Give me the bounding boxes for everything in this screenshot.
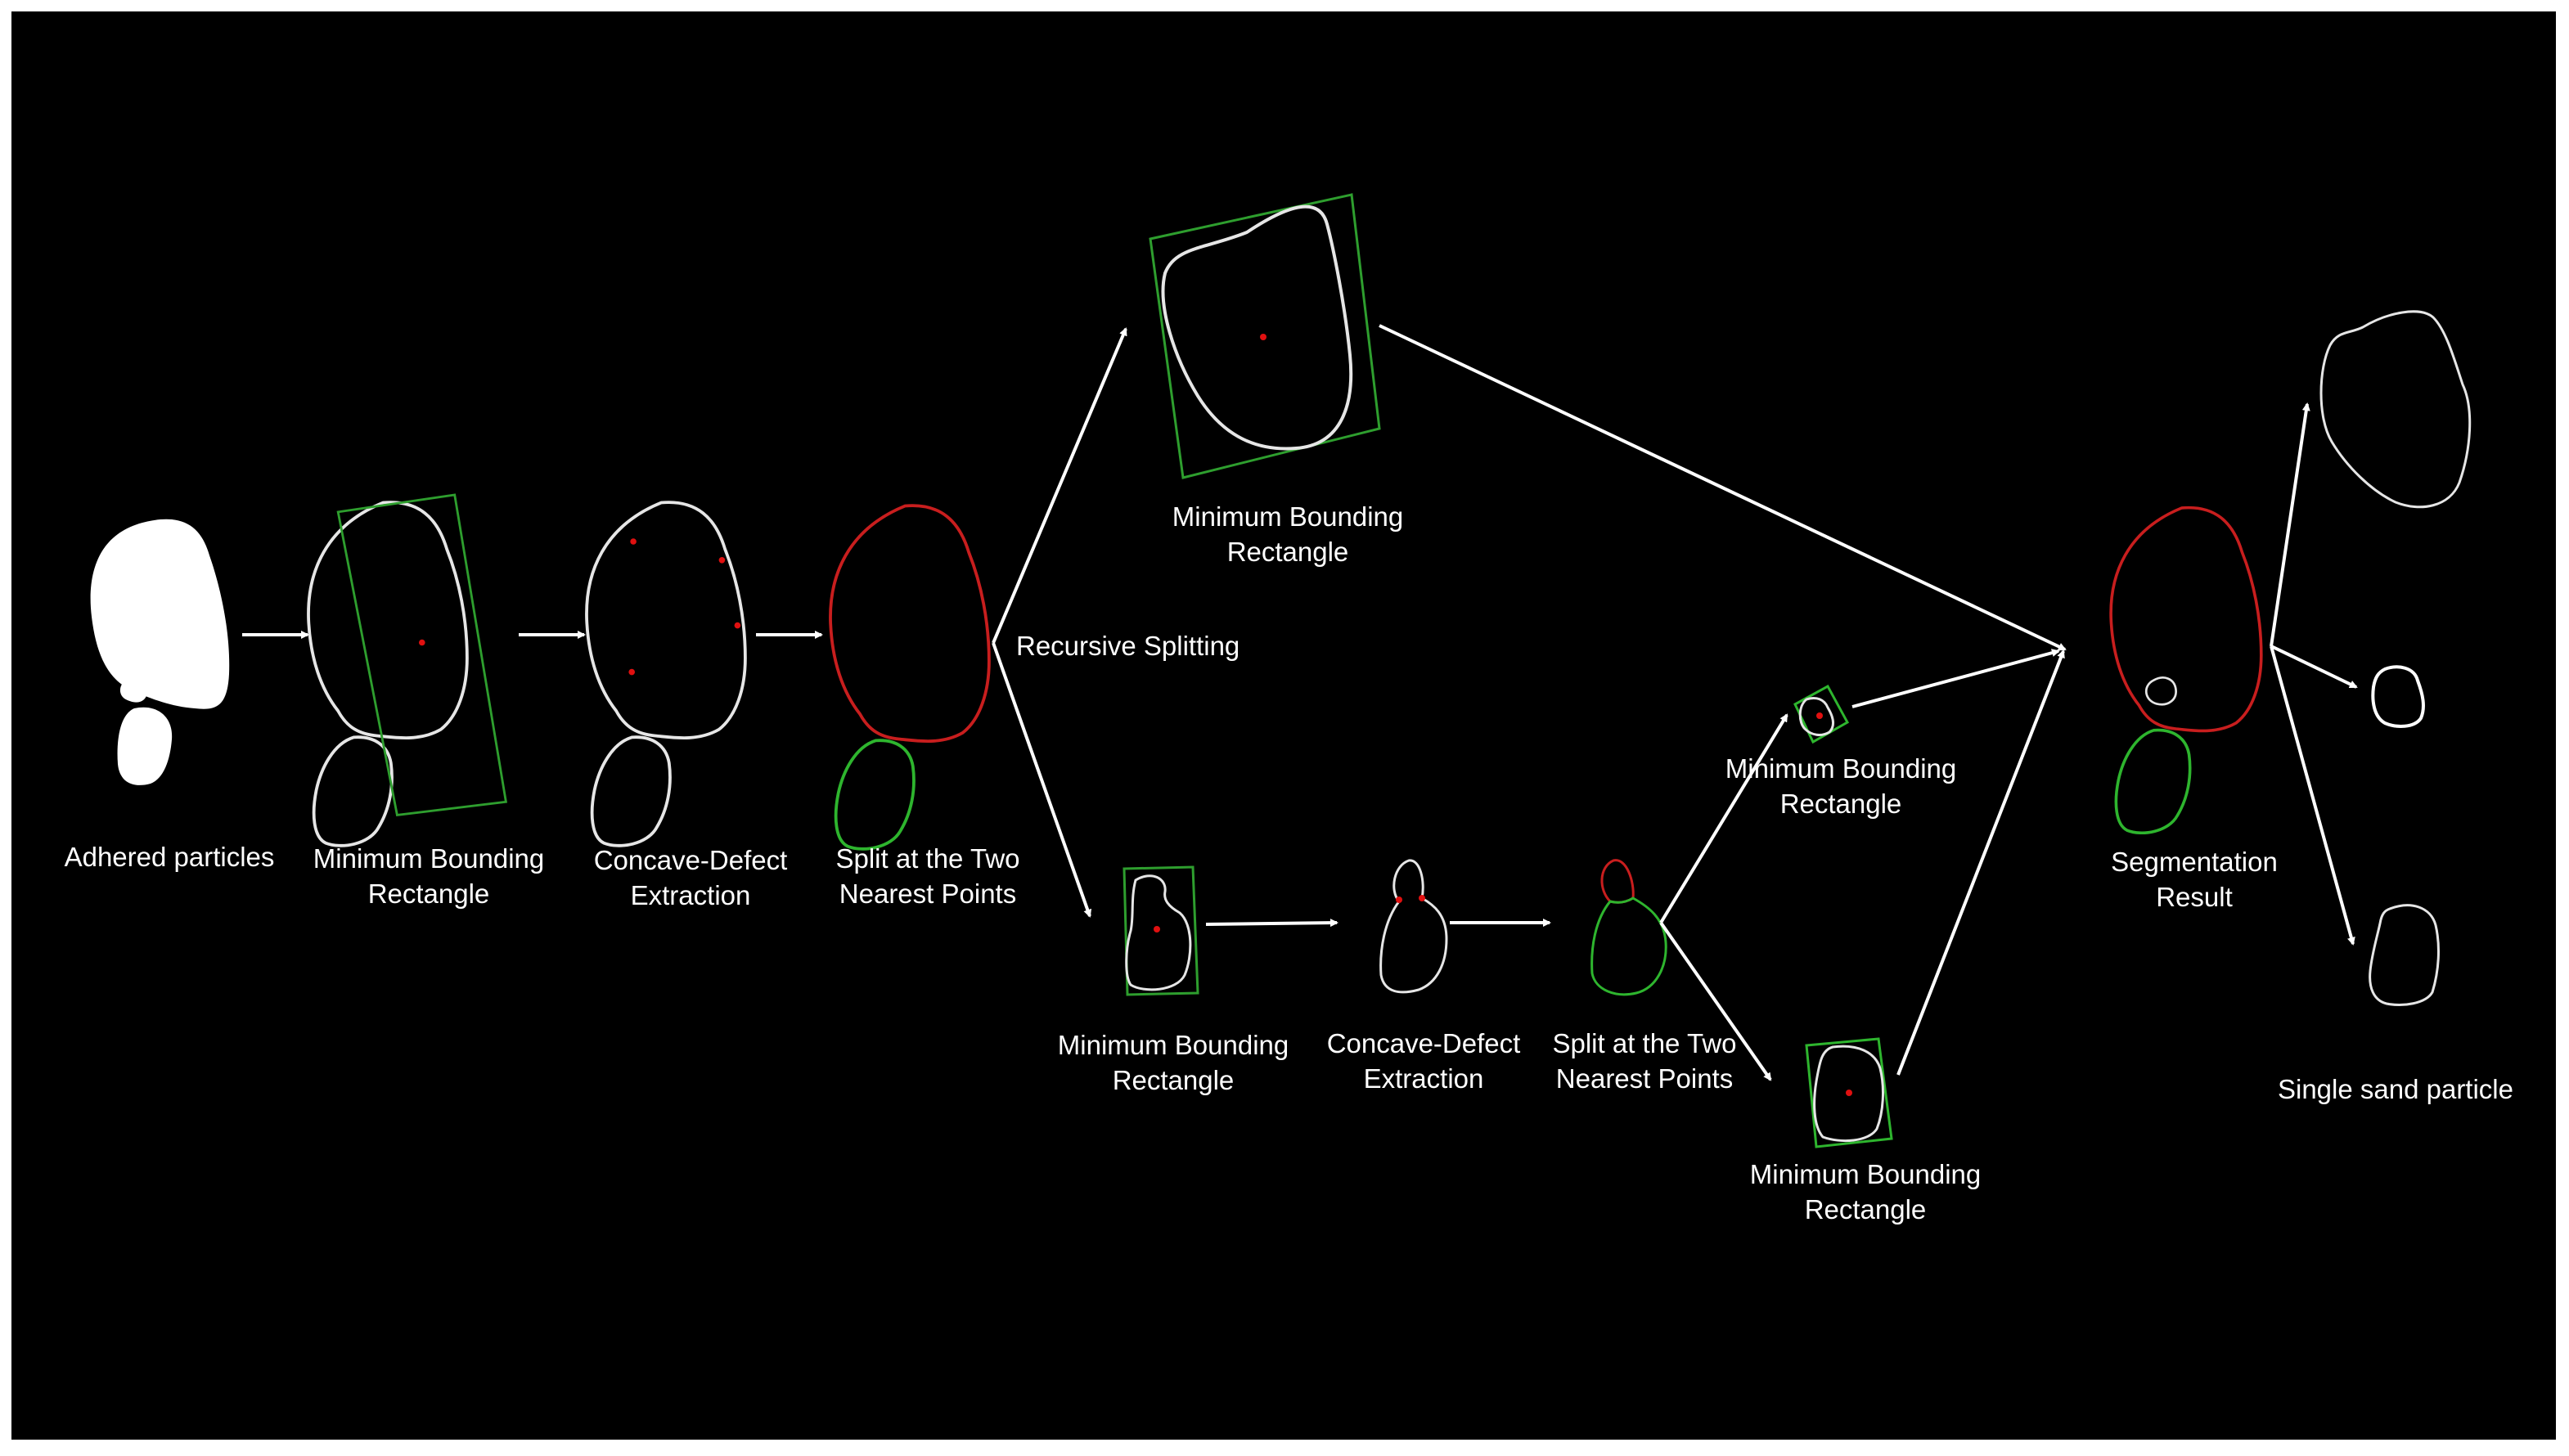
label-mbr-bottom-right: Minimum Bounding Rectangle — [1749, 1159, 1982, 1225]
diagram-canvas: Adhered particles Minimum Bounding Recta… — [11, 11, 2556, 1440]
single-particle-small — [2371, 665, 2425, 728]
mbr-top-particle — [1149, 193, 1381, 479]
split-stage-1 — [829, 504, 991, 851]
label-mbr-lower: Minimum Bounding Rectangle — [1057, 1030, 1289, 1095]
segmentation-result-image — [2109, 506, 2263, 835]
mbr-stage-1 — [307, 493, 508, 847]
label-mbr-stage-1: Minimum Bounding Rectangle — [313, 843, 545, 909]
label-mbr-small: Minimum Bounding Rectangle — [1725, 753, 1957, 819]
mbr-bottom-right-particle — [1805, 1037, 1893, 1148]
arrow-result-to-large — [2270, 402, 2310, 647]
label-split-stage-1: Split at the Two Nearest Points — [835, 843, 1020, 909]
mbr-small-particle — [1793, 684, 1850, 744]
segmentation-pipeline-diagram — [90, 193, 2472, 1148]
label-split-stage-2: Split at the Two Nearest Points — [1552, 1028, 1737, 1094]
single-particle-medium — [2369, 904, 2440, 1006]
arrow-small-to-result — [1851, 649, 2060, 708]
label-segmentation-result: Segmentation Result — [2111, 847, 2278, 912]
label-single-sand-particle: Single sand particle — [2277, 1074, 2513, 1104]
arrow-result-to-medium — [2270, 645, 2355, 946]
arrow-top-to-result — [1379, 324, 2067, 651]
label-mbr-top: Minimum Bounding Rectangle — [1172, 501, 1404, 567]
arrow-recursive-down — [992, 642, 1092, 918]
arrow-split-up — [1659, 713, 1788, 924]
arrow-br-to-result — [1896, 649, 2065, 1076]
label-recursive-splitting: Recursive Splitting — [1016, 631, 1240, 661]
arrow-split-down — [1659, 921, 1772, 1081]
label-adhered-particles: Adhered particles — [64, 842, 275, 872]
label-concave-stage-1: Concave-Defect Extraction — [593, 845, 788, 910]
flow-arrows — [242, 324, 2358, 1081]
arrow-lower-mbr-to-concave — [1205, 919, 1338, 928]
concave-defect-stage-1 — [585, 501, 747, 847]
mbr-lower-particle — [1123, 865, 1199, 996]
concave-defect-stage-2 — [1379, 859, 1448, 994]
arrow-result-to-small — [2270, 645, 2358, 689]
arrow-recursive-up — [992, 327, 1127, 644]
label-concave-stage-2: Concave-Defect Extraction — [1326, 1028, 1521, 1094]
split-stage-2 — [1590, 859, 1667, 996]
adhered-particles-image — [90, 519, 230, 785]
single-particle-large — [2319, 310, 2472, 509]
